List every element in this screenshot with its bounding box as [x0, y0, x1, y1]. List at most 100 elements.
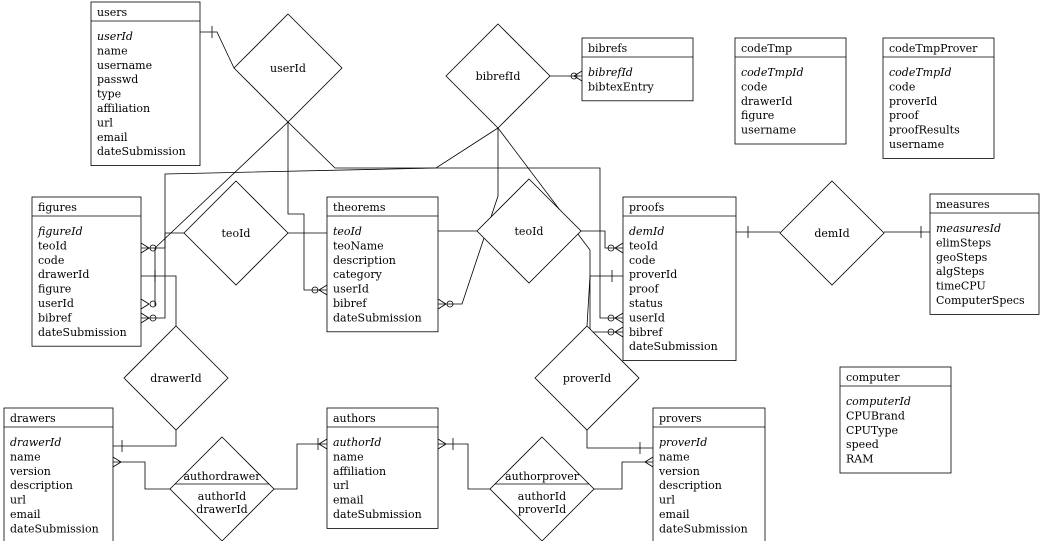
relationship-attribute: drawerId — [196, 503, 247, 516]
relationship-demId: demId — [779, 180, 885, 286]
entity-attribute: figure — [741, 109, 774, 122]
entity-attribute: algSteps — [936, 265, 985, 278]
relationship-attribute: authorId — [198, 490, 246, 503]
entity-attribute: description — [659, 479, 722, 492]
cardinality-marks — [112, 26, 922, 468]
entity-title: bibrefs — [588, 42, 627, 55]
entity-title: codeTmp — [741, 42, 792, 55]
entity-attribute: status — [629, 297, 663, 310]
entity-theorems: theoremsteoIdteoNamedescriptioncategoryu… — [326, 196, 439, 333]
entity-key: codeTmpId — [889, 66, 952, 79]
relationship-proverId: proverId — [534, 325, 640, 431]
relationship-teoId-right: teoId — [476, 178, 582, 284]
entity-attribute: dateSubmission — [97, 145, 186, 158]
entity-attribute: dateSubmission — [333, 311, 422, 324]
entity-attribute: dateSubmission — [659, 522, 748, 535]
entity-attribute: bibref — [38, 311, 72, 324]
entity-figures: figuresfigureIdteoIdcodedrawerIdfigureus… — [31, 196, 142, 347]
entity-attribute: version — [9, 465, 51, 478]
entity-attribute: teoId — [38, 239, 67, 252]
entity-provers: proversproverIdnameversiondescriptionurl… — [652, 407, 766, 541]
entity-attribute: proof — [889, 109, 920, 122]
entity-attribute: passwd — [97, 73, 138, 86]
entity-attribute: timeCPU — [936, 280, 986, 293]
entity-key: teoId — [333, 225, 362, 238]
entity-title: figures — [38, 201, 77, 214]
entity-attribute: url — [659, 494, 675, 507]
entity-attribute: affiliation — [97, 102, 150, 115]
entity-attribute: proof — [629, 283, 660, 296]
entity-title: provers — [659, 412, 702, 425]
entity-proofs: proofsdemIdteoIdcodeproverIdproofstatusu… — [622, 196, 737, 362]
relationship-label: drawerId — [150, 372, 201, 385]
relationship-bibrefId: bibrefId — [445, 23, 551, 129]
entity-key: authorId — [333, 436, 381, 449]
entity-attribute: speed — [846, 438, 879, 451]
entity-attribute: bibref — [629, 326, 663, 339]
entity-attribute: code — [889, 80, 915, 93]
entity-attribute: username — [889, 138, 944, 151]
entity-title: measures — [936, 198, 990, 211]
entity-key: bibrefId — [588, 66, 633, 79]
entity-title: computer — [846, 371, 900, 384]
connector-lines — [113, 31, 930, 490]
entity-attribute: CPUType — [846, 424, 898, 437]
entity-attribute: url — [10, 494, 26, 507]
entity-title: authors — [333, 412, 376, 425]
entity-attribute: dateSubmission — [629, 340, 718, 353]
entity-title: proofs — [629, 201, 665, 214]
entity-attribute: proverId — [629, 268, 677, 281]
entity-attribute: figure — [38, 283, 71, 296]
entity-attribute: username — [741, 124, 796, 137]
entity-title: codeTmpProver — [889, 42, 978, 55]
entity-attribute: url — [97, 116, 113, 129]
relationship-teoId-left: teoId — [183, 180, 289, 286]
entity-attribute: version — [658, 465, 700, 478]
entity-attribute: code — [629, 254, 655, 267]
entity-key: measuresId — [936, 222, 1001, 235]
relationship-attribute: proverId — [518, 503, 566, 516]
entity-attribute: proverId — [889, 95, 937, 108]
entity-attribute: category — [333, 268, 383, 281]
entity-key: userId — [97, 30, 133, 43]
relationship-label: demId — [814, 227, 849, 240]
entity-attribute: dateSubmission — [38, 326, 127, 339]
entity-drawers: drawersdrawerIdnameversiondescriptionurl… — [3, 407, 114, 541]
entity-authors: authorsauthorIdnameaffiliationurlemailda… — [326, 407, 439, 529]
entity-attribute: userId — [38, 297, 74, 310]
entity-attribute: name — [97, 44, 128, 57]
entity-attribute: userId — [333, 283, 369, 296]
entity-users: usersuserIdnameusernamepasswdtypeaffilia… — [90, 1, 201, 167]
entity-attribute: name — [10, 450, 41, 463]
entity-attribute: bibtexEntry — [588, 80, 655, 93]
entity-attribute: email — [659, 508, 690, 521]
entity-key: codeTmpId — [741, 66, 804, 79]
entity-attribute: elimSteps — [936, 236, 991, 249]
entity-key: demId — [629, 225, 664, 238]
entity-attribute: username — [97, 59, 152, 72]
entity-key: computerId — [846, 395, 911, 408]
relationship-label: teoId — [222, 227, 251, 240]
entity-attribute: teoId — [629, 239, 658, 252]
relationship-label: bibrefId — [476, 70, 521, 83]
entity-attribute: code — [38, 254, 64, 267]
entity-attribute: geoSteps — [936, 251, 988, 264]
relationship-label: authorprover — [505, 470, 580, 483]
relationship-attribute: authorId — [518, 490, 566, 503]
entity-attribute: proofResults — [889, 124, 960, 137]
entity-attribute: email — [333, 494, 364, 507]
relationship-label: userId — [270, 62, 306, 75]
relationship-label: teoId — [515, 225, 544, 238]
entity-title: theorems — [333, 201, 386, 214]
entity-codeTmp: codeTmpcodeTmpIdcodedrawerIdfigureuserna… — [734, 37, 847, 145]
entity-attribute: dateSubmission — [10, 522, 99, 535]
entity-key: figureId — [37, 225, 83, 238]
entity-attribute: affiliation — [333, 465, 386, 478]
